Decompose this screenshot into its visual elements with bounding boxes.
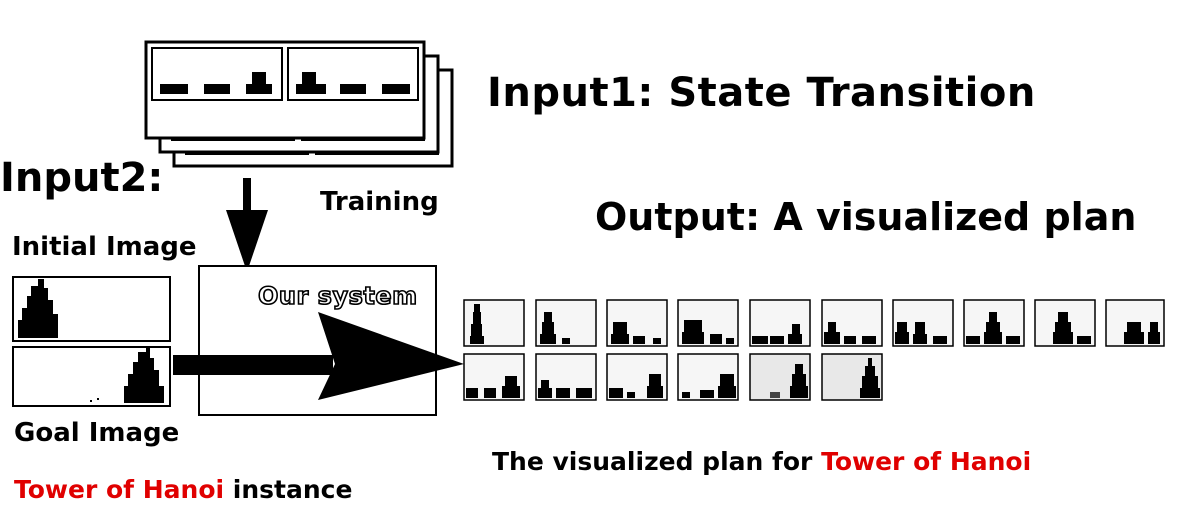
plan-frame xyxy=(821,353,883,401)
plan-frame xyxy=(677,353,739,401)
plan-caption-text: The visualized plan for xyxy=(492,447,822,476)
our-system-label: Our system xyxy=(257,281,418,311)
plan-frame xyxy=(677,299,739,347)
instance-highlight: Tower of Hanoi xyxy=(14,475,225,504)
plan-frame xyxy=(1105,299,1165,347)
initial-image-label: Initial Image xyxy=(12,232,197,262)
state-transition-stack xyxy=(144,40,454,168)
plan-row-1 xyxy=(463,299,1165,347)
plan-caption: The visualized plan for Tower of Hanoi xyxy=(492,447,1031,476)
initial-image xyxy=(12,276,171,342)
instance-caption: Tower of Hanoi instance xyxy=(14,475,352,504)
instance-suffix: instance xyxy=(224,475,353,504)
plan-frame xyxy=(821,299,883,347)
input1-title: Input1: State Transition xyxy=(487,70,1036,116)
transition-card-front xyxy=(144,40,426,140)
plan-row-2 xyxy=(463,353,883,401)
output-title: Output: A visualized plan xyxy=(595,195,1137,239)
plan-frame xyxy=(892,299,954,347)
plan-frame xyxy=(463,299,525,347)
plan-frame xyxy=(749,299,811,347)
plan-frame xyxy=(1034,299,1096,347)
plan-frame xyxy=(535,299,597,347)
plan-caption-highlight: Tower of Hanoi xyxy=(821,447,1032,476)
plan-frame xyxy=(463,353,525,401)
plan-frame xyxy=(749,353,811,401)
input2-title: Input2: xyxy=(0,155,164,201)
plan-frame xyxy=(606,299,668,347)
main-output-arrow xyxy=(173,312,464,400)
plan-frame xyxy=(606,353,668,401)
goal-image xyxy=(12,346,171,407)
plan-frame xyxy=(963,299,1025,347)
training-label: Training xyxy=(320,187,439,217)
goal-image-label: Goal Image xyxy=(14,418,180,448)
plan-frame xyxy=(535,353,597,401)
training-arrow xyxy=(226,178,268,272)
